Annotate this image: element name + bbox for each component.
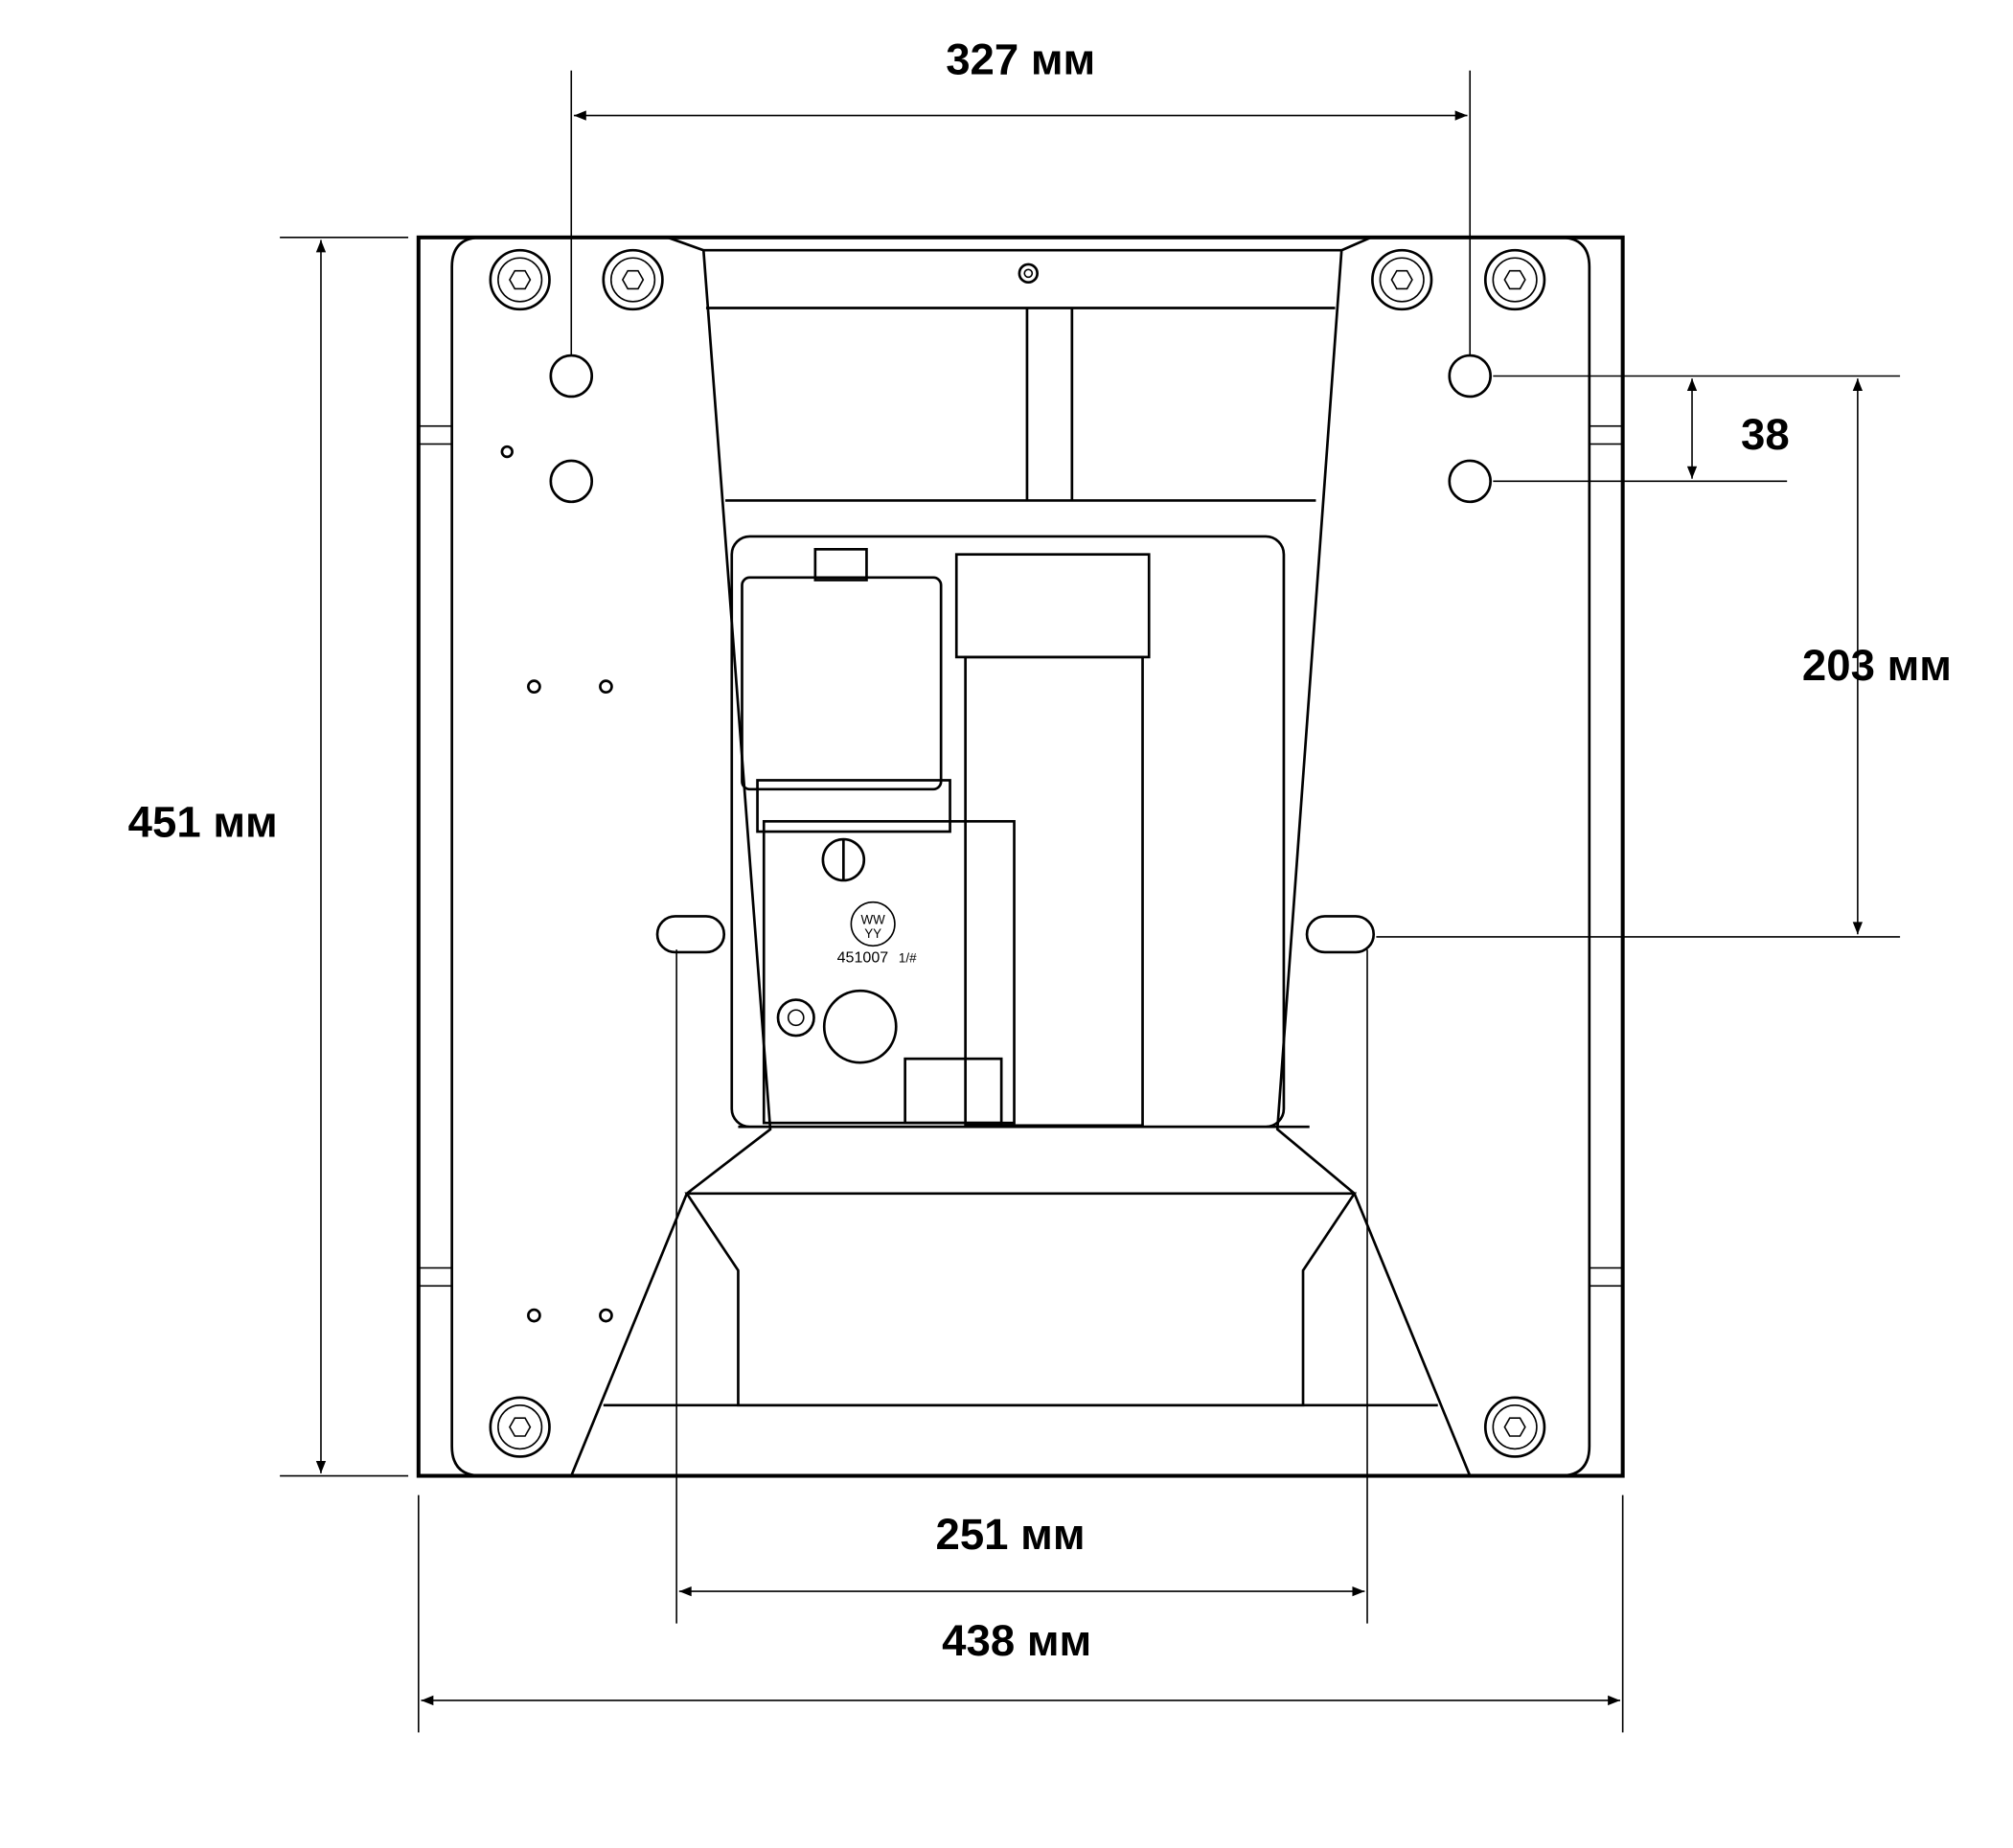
dimension-label: 38	[1741, 410, 1790, 459]
bolt-icon	[1483, 1396, 1546, 1458]
bolt-icon	[489, 248, 551, 311]
dimension-label: 451 мм	[128, 797, 278, 846]
dimension-label: 438 мм	[942, 1616, 1091, 1665]
bolt-icon	[489, 1396, 551, 1458]
bolt-icon	[602, 248, 664, 311]
dimension-327: 327 мм	[570, 35, 1472, 356]
bolt-icon	[1483, 248, 1546, 311]
dimension-label: 203 мм	[1802, 641, 1952, 690]
mounting-holes	[500, 354, 1492, 1323]
dimension-438: 438 мм	[418, 1494, 1624, 1733]
stamp-mark: 1/#	[899, 951, 917, 966]
stamp-line2: YY	[864, 926, 881, 941]
stamp-circle	[850, 901, 896, 947]
pump-assembly: WW YY 451007 1/#	[730, 535, 1286, 1129]
dimension-251: 251 мм	[675, 949, 1368, 1624]
dimension-203: 203 мм	[1376, 378, 1952, 938]
bolt-icon	[1371, 248, 1433, 311]
dimension-38: 38	[1493, 375, 1901, 483]
dimension-label: 251 мм	[935, 1510, 1085, 1559]
dimension-label: 327 мм	[946, 35, 1095, 84]
part-number: 451007	[837, 949, 889, 967]
base-plate	[416, 235, 1625, 1478]
stamp-line1: WW	[861, 913, 886, 927]
frame	[570, 236, 1472, 1477]
bolts	[489, 248, 1546, 1458]
dimension-451: 451 мм	[128, 237, 409, 1477]
